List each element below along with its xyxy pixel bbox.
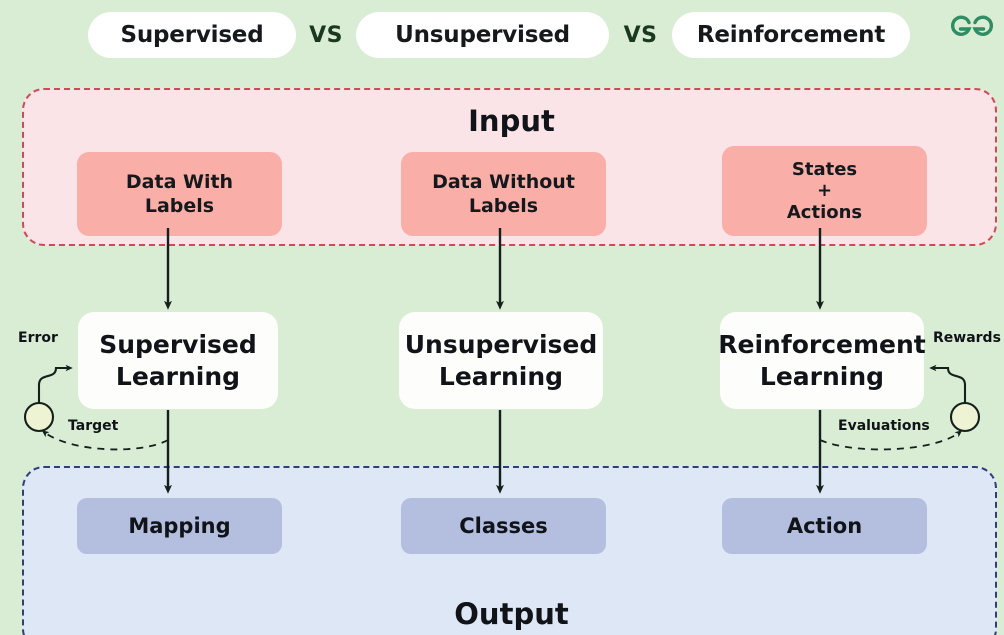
input-box-3-line3: Actions (786, 201, 863, 223)
input-box-3-line2: + (816, 180, 833, 202)
input-panel: Input Data With Labels Data Without Labe… (22, 88, 997, 246)
input-box-1-line2: Labels (144, 195, 215, 217)
model-box-2-line2: Learning (438, 361, 564, 391)
output-box-classes[interactable]: Classes (401, 498, 606, 554)
input-box-data-without-labels[interactable]: Data Without Labels (401, 152, 606, 236)
arrow-rewards-into-model3 (929, 364, 967, 403)
input-box-2-line2: Labels (468, 195, 539, 217)
header-pill-unsupervised[interactable]: Unsupervised (356, 12, 609, 58)
feedback-label-error: Error (18, 330, 58, 346)
header-separator-vs-1: VS (309, 22, 343, 48)
output-box-action[interactable]: Action (722, 498, 927, 554)
model-box-3-line1: Reinforcement (718, 330, 926, 360)
model-box-2-line1: Unsupervised (404, 330, 598, 360)
header-bar: Supervised VS Unsupervised VS Reinforcem… (0, 0, 1004, 72)
input-box-states-actions[interactable]: States + Actions (722, 146, 927, 236)
arrow-error-into-model1 (37, 364, 73, 403)
model-box-supervised-learning[interactable]: Supervised Learning (78, 312, 278, 409)
output-panel: Mapping Classes Action Output (22, 466, 997, 635)
arrow-target-feedback (41, 430, 169, 451)
output-section-title: Output (454, 597, 569, 631)
input-section-title: Input (468, 104, 555, 138)
model-box-unsupervised-learning[interactable]: Unsupervised Learning (399, 312, 603, 409)
model-box-1-line2: Learning (115, 361, 241, 391)
header-pill-supervised[interactable]: Supervised (88, 12, 296, 58)
model-box-reinforcement-learning[interactable]: Reinforcement Learning (718, 312, 926, 409)
feedback-label-evaluations: Evaluations (838, 418, 930, 434)
output-box-mapping[interactable]: Mapping (77, 498, 282, 554)
feedback-label-target: Target (68, 418, 119, 434)
header-separator-vs-2: VS (623, 22, 658, 48)
model-box-3-line2: Learning (759, 361, 885, 391)
input-box-data-with-labels[interactable]: Data With Labels (77, 152, 282, 236)
model-box-1-line1: Supervised (99, 330, 257, 360)
geeksforgeeks-logo-icon (950, 15, 994, 36)
input-box-3-line1: States (791, 158, 858, 180)
feedback-label-rewards: Rewards (933, 330, 1001, 346)
input-box-2-line1: Data Without (432, 170, 575, 193)
feedback-node-right (949, 401, 981, 433)
arrow-evaluations-feedback (819, 430, 963, 451)
input-box-1-line1: Data With (125, 170, 234, 193)
header-pill-reinforcement[interactable]: Reinforcement (672, 12, 910, 58)
feedback-node-left (23, 401, 55, 433)
